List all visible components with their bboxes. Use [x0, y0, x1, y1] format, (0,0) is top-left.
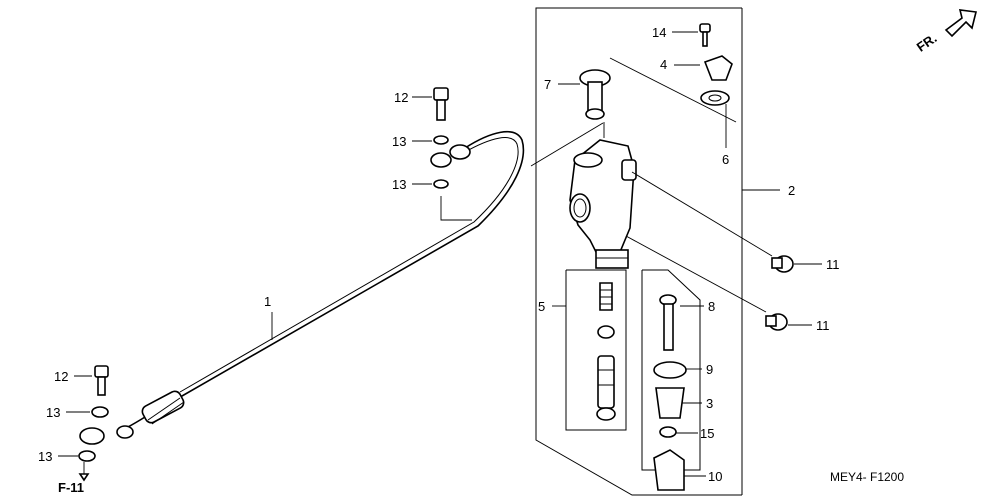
- master-cylinder: [569, 139, 637, 269]
- mounting-bolts: [625, 171, 794, 331]
- reservoir-joint: [579, 69, 611, 138]
- assembly-bracket: [535, 7, 780, 496]
- callout-bolt-lower: 11: [816, 318, 830, 333]
- reference-label: F-11: [58, 480, 84, 495]
- callout-diaphragm: 6: [722, 152, 729, 167]
- cap-assembly: [530, 23, 737, 167]
- piston-set: [565, 269, 627, 431]
- callout-bolt-upper: 11: [826, 257, 840, 272]
- callout-piston-cup: 3: [706, 396, 713, 411]
- brake-hose: [116, 131, 525, 439]
- lower-banjo-group: [78, 365, 109, 482]
- callout-piston-set: 5: [538, 299, 545, 314]
- callout-banjo-bolt-upper: 12: [394, 90, 408, 105]
- callout-master-cylinder: 2: [788, 183, 795, 198]
- front-arrow-icon: FR.: [914, 9, 977, 55]
- callout-joint-clevis: 10: [708, 469, 722, 484]
- callout-nut: 15: [700, 426, 714, 441]
- callout-reservoir-joint: 7: [544, 77, 551, 92]
- callout-washer-lower-a: 13: [46, 405, 60, 420]
- callout-cap-screw: 14: [652, 25, 666, 40]
- upper-banjo-group: [430, 87, 472, 221]
- diagram-code: MEY4- F1200: [830, 470, 904, 484]
- callout-washer-upper-b: 13: [392, 177, 406, 192]
- callout-banjo-bolt-lower: 12: [54, 369, 68, 384]
- callout-hose: 1: [264, 294, 271, 309]
- front-arrow-label: FR.: [914, 30, 940, 54]
- leader-lines: [58, 31, 822, 477]
- push-rod-group: [641, 269, 701, 491]
- callout-cap: 4: [660, 57, 667, 72]
- callout-washer-lower-b: 13: [38, 449, 52, 464]
- callout-circlip: 9: [706, 362, 713, 377]
- callout-push-rod: 8: [708, 299, 715, 314]
- callout-washer-upper-a: 13: [392, 134, 406, 149]
- callouts: 1 2 3 4 5 6 7 8 9 10 11 11 12 12 13 13 1…: [38, 25, 840, 484]
